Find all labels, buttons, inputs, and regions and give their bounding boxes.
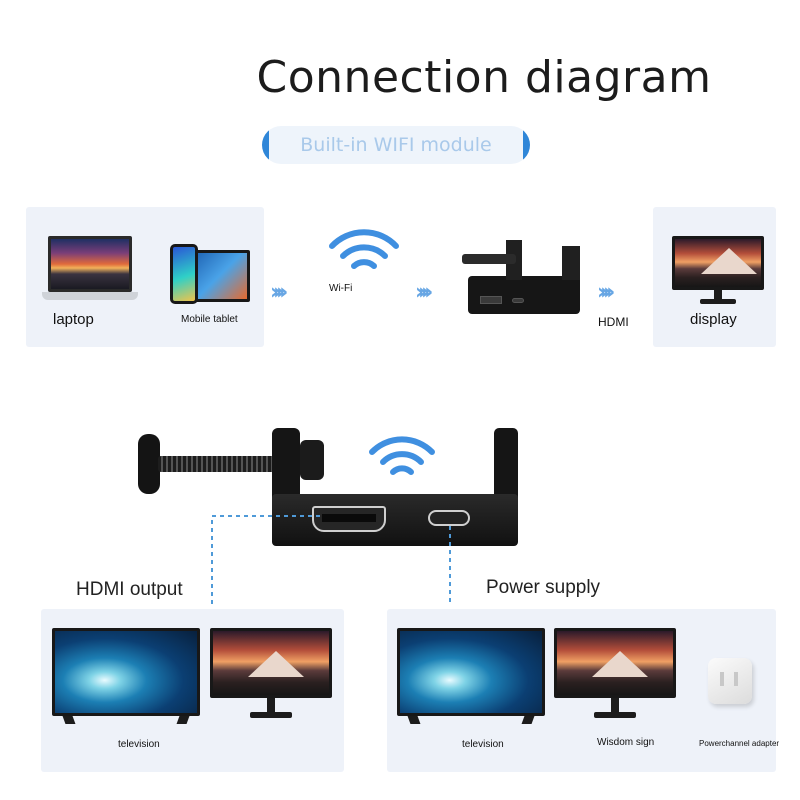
television-image <box>397 628 545 726</box>
page-title: Connection diagram <box>256 52 712 103</box>
television-label: television <box>462 739 504 750</box>
hdmi-label: HDMI <box>598 315 629 329</box>
mobile-tablet-label: Mobile tablet <box>181 314 238 325</box>
clamp-device-image <box>458 240 588 316</box>
television-label: television <box>118 739 160 750</box>
usb-c-port <box>428 510 470 526</box>
wisdom-sign-label: Wisdom sign <box>597 737 655 748</box>
monitor-image <box>210 628 332 726</box>
power-adapter-label: Powerchannel adapter <box>699 739 780 748</box>
wifi-module-banner: Built-in WIFI module <box>262 126 530 164</box>
power-adapter-image <box>700 652 760 710</box>
hdmi-output-label: HDMI output <box>76 579 183 600</box>
display-label: display <box>690 311 737 328</box>
display-image <box>672 236 764 310</box>
wifi-label: Wi-Fi <box>329 283 353 294</box>
wifi-icon <box>366 428 438 484</box>
wisdom-sign-image <box>554 628 676 726</box>
wifi-icon <box>324 218 404 282</box>
laptop-image <box>42 236 138 306</box>
laptop-label: laptop <box>53 311 94 328</box>
banner-label: Built-in WIFI module <box>300 134 492 156</box>
clamp-device-large <box>132 424 532 550</box>
television-image <box>52 628 200 726</box>
mobile-tablet-image <box>166 244 256 306</box>
power-supply-label: Power supply <box>486 577 601 598</box>
